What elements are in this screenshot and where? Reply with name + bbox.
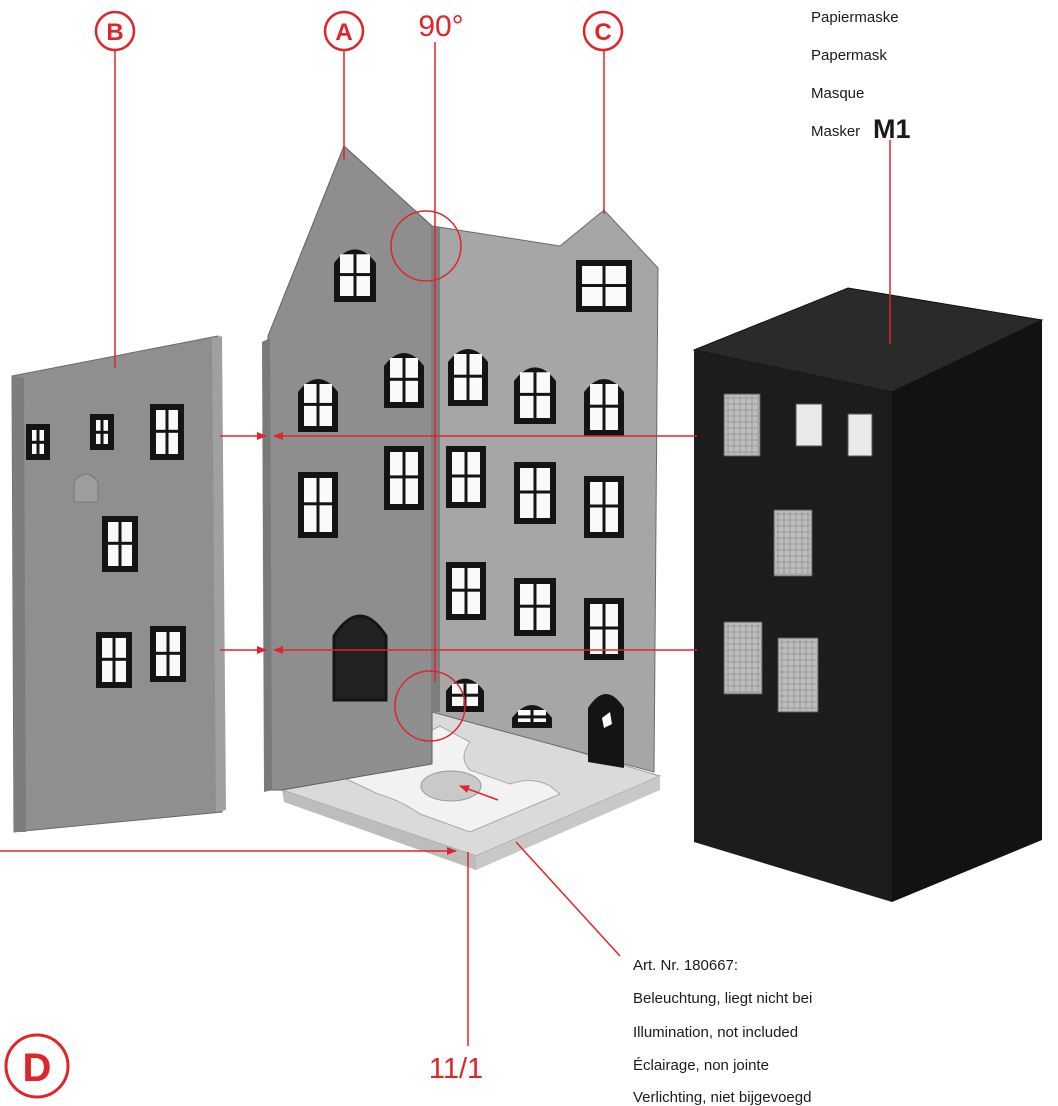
svg-text:Beleuchtung, liegt nicht bei: Beleuchtung, liegt nicht bei — [633, 990, 812, 1007]
wall-b — [12, 336, 226, 832]
svg-text:M1: M1 — [873, 114, 911, 144]
callout-d: D — [6, 1035, 68, 1097]
window — [446, 446, 486, 508]
window — [514, 462, 556, 524]
window — [334, 249, 376, 302]
window — [90, 414, 114, 450]
mask-opening — [848, 414, 872, 456]
window — [514, 578, 556, 636]
wall-c — [432, 210, 658, 772]
mask-opening — [724, 622, 762, 694]
window — [584, 379, 624, 436]
window — [584, 476, 624, 538]
wall-a — [262, 146, 432, 792]
paper-mask-m1 — [694, 288, 1042, 902]
window — [150, 404, 184, 460]
svg-text:Illumination, not included: Illumination, not included — [633, 1024, 798, 1041]
callout-a: A — [325, 12, 363, 50]
wall-c-door — [588, 694, 624, 768]
mask-opening — [796, 404, 822, 446]
svg-text:Art. Nr. 180667:: Art. Nr. 180667: — [633, 957, 738, 974]
window — [448, 349, 488, 406]
window — [26, 424, 50, 460]
window — [150, 626, 186, 682]
part-number-label: 11/1 — [429, 1053, 483, 1085]
svg-text:A: A — [335, 19, 352, 46]
svg-text:Papiermaske: Papiermaske — [811, 9, 899, 26]
window — [96, 632, 132, 688]
svg-text:Papermask: Papermask — [811, 47, 887, 64]
svg-text:Masque: Masque — [811, 85, 864, 102]
svg-text:Masker: Masker — [811, 123, 860, 140]
window — [298, 379, 338, 432]
callout-c: C — [584, 12, 622, 50]
mask-opening — [724, 394, 760, 456]
window — [384, 353, 424, 408]
window — [298, 472, 338, 538]
window — [384, 446, 424, 510]
window — [102, 516, 138, 572]
svg-text:C: C — [594, 19, 611, 46]
svg-text:B: B — [106, 19, 123, 46]
svg-text:D: D — [23, 1046, 52, 1090]
wall-a-door — [334, 616, 386, 700]
angle-label: 90° — [418, 10, 463, 43]
window — [576, 260, 632, 312]
window — [514, 367, 556, 424]
window — [446, 562, 486, 620]
mask-note: Papiermaske Papermask Masque Masker M1 — [811, 9, 911, 144]
svg-text:Éclairage, non jointe: Éclairage, non jointe — [633, 1057, 769, 1074]
lighting-note: Art. Nr. 180667: Beleuchtung, liegt nich… — [633, 957, 812, 1106]
wall-b-arch-niche — [74, 474, 98, 502]
callout-b: B — [96, 12, 134, 50]
svg-text:Verlichting, niet bijgevoegd: Verlichting, niet bijgevoegd — [633, 1089, 811, 1106]
